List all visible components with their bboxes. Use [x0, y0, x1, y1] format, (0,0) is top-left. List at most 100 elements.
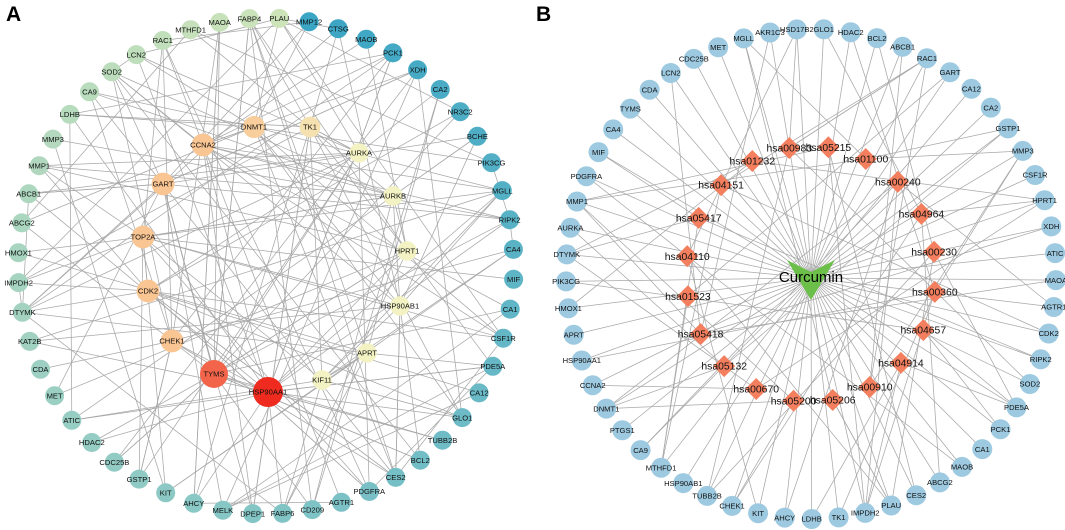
node-sod2[interactable]: SOD2: [101, 62, 122, 82]
target-circle-hdac2[interactable]: [840, 22, 861, 43]
node-hprt1[interactable]: HPRT1: [395, 241, 420, 261]
node-pde5a[interactable]: PDE5A: [480, 356, 506, 376]
target-node-aurka[interactable]: AURKA: [557, 217, 584, 238]
target-circle-mif[interactable]: [588, 142, 609, 163]
target-node-ptgs1[interactable]: PTGS1: [610, 420, 635, 441]
target-circle-cda[interactable]: [639, 79, 660, 100]
node-glo1[interactable]: GLO1: [452, 408, 472, 428]
pathway-diamond-hsa01523[interactable]: [676, 285, 699, 308]
node-circle-bche[interactable]: [467, 126, 487, 146]
target-circle-akr1c3[interactable]: [760, 22, 780, 43]
node-circle-hsp90ab1[interactable]: [390, 296, 410, 316]
node-agtr1[interactable]: AGTR1: [329, 492, 354, 512]
node-circle-aprt[interactable]: [357, 343, 377, 363]
node-xdh[interactable]: XDH: [408, 60, 428, 80]
node-circle-mmp3[interactable]: [43, 129, 63, 149]
node-circle-mmp1[interactable]: [29, 156, 49, 176]
node-circle-fabp6[interactable]: [273, 503, 293, 523]
node-circle-ripk2[interactable]: [500, 210, 520, 230]
target-circle-abcg2[interactable]: [929, 472, 950, 493]
node-fabp4[interactable]: FABP4: [238, 9, 262, 29]
node-circle-dnmt1[interactable]: [242, 115, 266, 139]
node-hsp90aa1[interactable]: HSP90AA1: [249, 377, 287, 407]
node-circle-hsp90aa1[interactable]: [253, 377, 283, 407]
target-node-agtr1[interactable]: AGTR1: [1041, 297, 1065, 317]
node-circle-aurkb[interactable]: [383, 186, 403, 206]
target-node-mmp1[interactable]: MMP1: [566, 191, 588, 212]
target-node-gstp1[interactable]: GSTP1: [996, 118, 1021, 139]
target-node-impdh2[interactable]: IMPDH2: [851, 502, 880, 523]
target-node-glo1[interactable]: GLO1: [814, 19, 834, 40]
node-pck1[interactable]: PCK1: [383, 43, 403, 63]
pathway-diamond-hsa05417[interactable]: [687, 206, 710, 229]
node-circle-hprt1[interactable]: [397, 241, 417, 261]
node-circle-gstp1[interactable]: [129, 469, 149, 489]
target-circle-mmp3[interactable]: [1012, 140, 1033, 161]
target-node-ca2[interactable]: CA2: [980, 97, 1001, 118]
node-csf1r[interactable]: CSF1R: [491, 328, 516, 348]
node-ahcy[interactable]: AHCY: [183, 493, 204, 513]
target-circle-ccna2[interactable]: [582, 375, 603, 396]
node-circle-met[interactable]: [45, 386, 65, 406]
node-cd209[interactable]: CD209: [300, 500, 324, 520]
pathway-node-hsa00983[interactable]: hsa00983: [766, 136, 812, 159]
target-node-bcl2[interactable]: BCL2: [867, 28, 887, 49]
target-circle-gart[interactable]: [940, 62, 960, 83]
target-circle-lcn2[interactable]: [660, 63, 681, 83]
target-node-hsd17b2[interactable]: HSD17B2: [780, 19, 814, 40]
node-rac1[interactable]: RAC1: [153, 31, 173, 50]
target-circle-impdh2[interactable]: [855, 502, 876, 523]
node-circle-pdgfra[interactable]: [359, 482, 379, 501]
target-circle-maob[interactable]: [952, 456, 972, 477]
node-hmox1[interactable]: HMOX1: [5, 243, 32, 263]
target-node-ca4[interactable]: CA4: [603, 119, 624, 140]
target-circle-cdk2[interactable]: [1038, 323, 1059, 344]
target-circle-ca2[interactable]: [980, 97, 1001, 118]
node-tyms[interactable]: TYMS: [200, 360, 228, 388]
node-circle-mif[interactable]: [504, 269, 524, 289]
node-circle-chek1[interactable]: [160, 329, 184, 353]
pathway-diamond-hsa00670[interactable]: [745, 378, 768, 401]
node-mmp12[interactable]: MMP12: [296, 12, 322, 32]
target-node-ces2[interactable]: CES2: [906, 485, 927, 506]
node-tubb2b[interactable]: TUBB2B: [428, 430, 458, 450]
target-node-ripk2[interactable]: RIPK2: [1030, 349, 1052, 370]
node-circle-ahcy[interactable]: [184, 493, 204, 513]
node-lcn2[interactable]: LCN2: [127, 45, 146, 65]
target-circle-dtymk[interactable]: [556, 244, 577, 265]
target-circle-sod2[interactable]: [1019, 374, 1040, 394]
pathway-diamond-hsa05132[interactable]: [713, 355, 736, 378]
node-mthfd1[interactable]: MTHFD1: [175, 20, 206, 40]
node-mif[interactable]: MIF: [504, 269, 524, 289]
target-circle-atic[interactable]: [1045, 243, 1065, 264]
node-ca12[interactable]: CA12: [469, 383, 489, 403]
target-node-abcb1[interactable]: ABCB1: [890, 36, 915, 57]
node-gart[interactable]: GART: [151, 172, 175, 196]
target-node-cdk2[interactable]: CDK2: [1038, 323, 1059, 344]
pathway-diamond-hsa00983[interactable]: [778, 136, 801, 159]
target-node-ahcy[interactable]: AHCY: [774, 507, 795, 528]
node-ccna2[interactable]: CCNA2: [190, 133, 216, 157]
node-kif11[interactable]: KIF11: [312, 370, 332, 390]
node-circle-ca4[interactable]: [503, 239, 523, 259]
node-kit[interactable]: KIT: [156, 483, 176, 503]
target-circle-pck1[interactable]: [990, 419, 1011, 440]
pathway-node-hsa00360[interactable]: hsa00360: [912, 280, 958, 303]
node-circle-abcb1[interactable]: [19, 184, 39, 204]
pathway-node-hsa00910[interactable]: hsa00910: [847, 376, 893, 399]
target-node-akr1c3[interactable]: AKR1C3: [755, 22, 785, 43]
pathway-node-hsa05418[interactable]: hsa05418: [678, 323, 724, 346]
node-circle-fabp4[interactable]: [239, 9, 259, 29]
node-hsp90ab1[interactable]: HSP90AB1: [381, 296, 419, 316]
pathway-node-hsa04151[interactable]: hsa04151: [698, 174, 744, 197]
node-ca2[interactable]: CA2: [430, 80, 450, 99]
target-circle-cdc25b[interactable]: [683, 48, 704, 69]
node-circle-kif11[interactable]: [312, 370, 332, 390]
node-circle-ca9[interactable]: [80, 82, 99, 102]
node-circle-impdh2[interactable]: [9, 273, 29, 293]
target-circle-hmox1[interactable]: [558, 298, 579, 319]
target-circle-abcb1[interactable]: [892, 36, 913, 57]
target-circle-mmp1[interactable]: [567, 191, 587, 212]
pathway-node-hsa01523[interactable]: hsa01523: [665, 285, 711, 308]
target-circle-rac1[interactable]: [917, 48, 937, 69]
